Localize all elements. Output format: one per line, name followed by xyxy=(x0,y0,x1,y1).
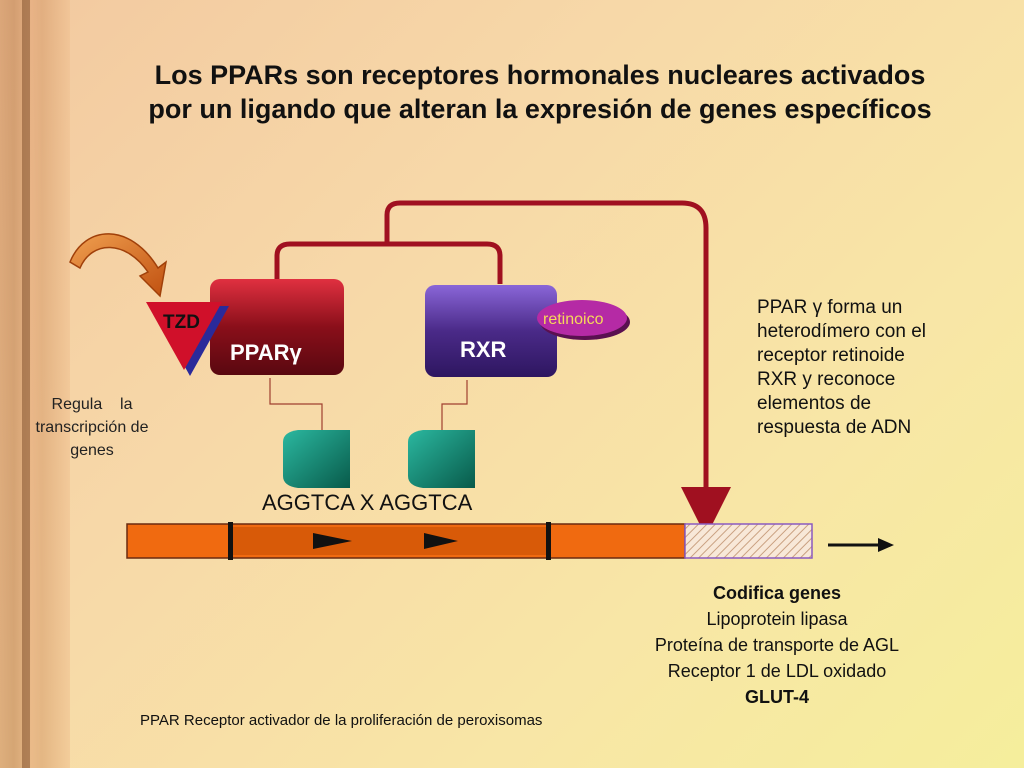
gene-item: Proteína de transporte de AGL xyxy=(654,635,900,655)
heterodimer-bracket xyxy=(274,241,503,284)
half-site-arrow-1 xyxy=(313,533,352,549)
gene-item-glut4: GLUT-4 xyxy=(744,687,809,707)
rxr-label: RXR xyxy=(460,337,507,362)
regula-caption: Regula la transcripción de genes xyxy=(18,393,166,462)
background-vine-decoration xyxy=(0,0,70,768)
ppar-gamma-label: PPARγ xyxy=(230,340,302,365)
ppar-gamma-box xyxy=(210,279,344,375)
rxr-box xyxy=(425,285,557,377)
side-line-1: PPAR γ forma un xyxy=(757,297,903,318)
ppar-dna-connector xyxy=(269,378,323,432)
side-line-2: heterodímero con el xyxy=(757,321,926,342)
side-line-3: receptor retinoide xyxy=(757,345,905,366)
transcription-arrow-head xyxy=(878,538,894,552)
regula-line-3: genes xyxy=(70,442,114,459)
regula-line-1: Regula la xyxy=(51,396,133,413)
title-line-1: Los PPARs son receptores hormonales nucl… xyxy=(154,60,926,90)
gene-item: Lipoprotein lipasa xyxy=(706,609,848,629)
tzd-label: TZD xyxy=(163,312,200,333)
response-element-region xyxy=(233,527,548,555)
response-element-left-marker xyxy=(228,522,233,560)
heterodimer-description: PPAR γ forma un heterodímero con el rece… xyxy=(757,296,977,440)
footnote: PPAR Receptor activador de la proliferac… xyxy=(140,712,543,729)
activation-path xyxy=(384,200,731,537)
retinoico-oval xyxy=(537,300,627,336)
genes-title: Codifica genes xyxy=(712,583,842,603)
response-element-right-marker xyxy=(546,522,551,560)
tzd-triangle xyxy=(146,302,222,370)
encoded-genes: Codifica genes Lipoprotein lipasa Proteí… xyxy=(612,580,942,710)
rxr-dna-connector xyxy=(441,380,468,432)
title-line-2: por un ligando que alteran la expresión … xyxy=(148,94,932,124)
side-line-5: elementos de xyxy=(757,393,872,414)
slide-title: Los PPARs son receptores hormonales nucl… xyxy=(60,58,1020,126)
gene-item: Receptor 1 de LDL oxidado xyxy=(667,661,887,681)
target-gene-region xyxy=(684,523,813,559)
curved-arrow-icon xyxy=(69,233,168,298)
background-vine-stem xyxy=(22,0,30,768)
dna-sequence-label: AGGTCA X AGGTCA xyxy=(262,490,473,515)
retinoico-label: retinoico xyxy=(543,311,604,328)
rxr-dna-binding-domain xyxy=(408,430,475,488)
side-line-4: RXR y reconoce xyxy=(757,369,896,390)
side-line-6: respuesta de ADN xyxy=(757,417,912,438)
half-site-arrow-2 xyxy=(424,533,458,549)
regula-line-2: transcripción de xyxy=(35,419,149,436)
ppar-dna-binding-domain xyxy=(283,430,350,488)
